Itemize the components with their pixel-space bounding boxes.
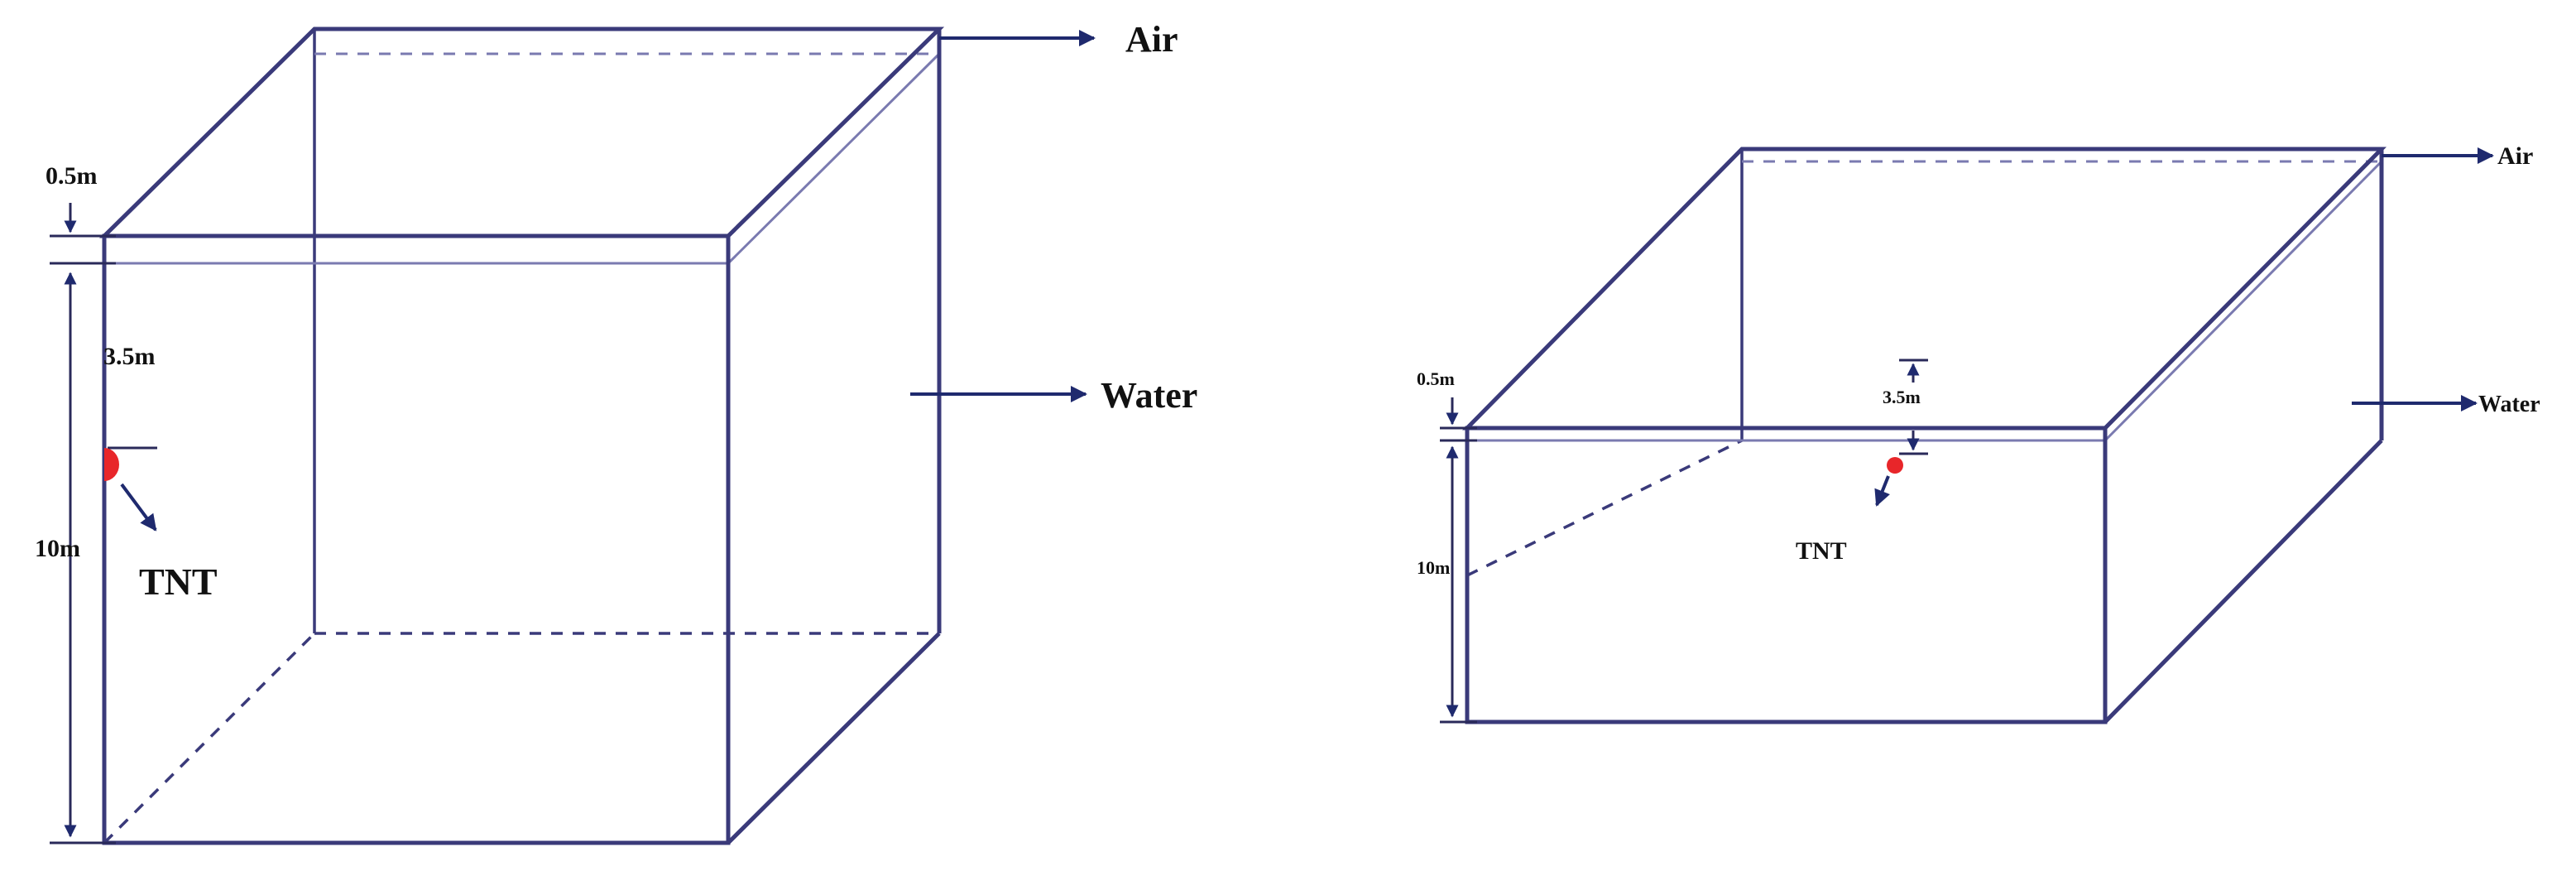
left-tnt-label: TNT bbox=[139, 561, 218, 603]
right-tnt-label: TNT bbox=[1796, 537, 1847, 565]
right-front-face bbox=[1465, 426, 2108, 724]
right-water-surface-right bbox=[2103, 160, 2383, 442]
right-tnt-pointer-arrow bbox=[1874, 475, 1890, 507]
right-top-face bbox=[1462, 147, 2387, 431]
right-dimensions bbox=[1440, 359, 1928, 724]
right-bottom-right-edge bbox=[2103, 439, 2383, 724]
right-tnt-charge bbox=[1887, 457, 1903, 474]
right-hidden-bottom-diagonal bbox=[1466, 439, 1743, 577]
right-water-label: Water bbox=[2478, 392, 2540, 417]
right-figure: Air Water TNT 0.5m 3.5m 10m bbox=[1417, 142, 2540, 724]
left-water-surface-right bbox=[727, 52, 941, 265]
left-water-label: Water bbox=[1101, 375, 1197, 416]
left-figure: Air Water TNT 0.5m 3.5m 10m bbox=[35, 19, 1197, 845]
right-water-depth-label: 10m bbox=[1417, 557, 1450, 578]
left-dimensions bbox=[50, 203, 157, 845]
left-charge-depth-label: 3.5m bbox=[103, 343, 156, 370]
left-air-label: Air bbox=[1125, 19, 1178, 60]
right-air-depth-label: 0.5m bbox=[1417, 368, 1455, 389]
left-tank bbox=[98, 26, 945, 845]
right-tank bbox=[1462, 147, 2387, 724]
left-tnt-pointer-arrow bbox=[120, 483, 157, 532]
left-front-face bbox=[102, 233, 731, 845]
left-tnt-charge bbox=[104, 448, 119, 481]
left-bottom-right-edge bbox=[727, 632, 941, 845]
right-air-label: Air bbox=[2497, 142, 2533, 170]
right-charge-depth-label: 3.5m bbox=[1883, 387, 1921, 407]
left-water-depth-label: 10m bbox=[35, 535, 80, 562]
left-air-depth-label: 0.5m bbox=[46, 162, 98, 190]
left-top-face bbox=[98, 26, 945, 238]
left-hidden-bottom-diagonal bbox=[103, 632, 316, 845]
